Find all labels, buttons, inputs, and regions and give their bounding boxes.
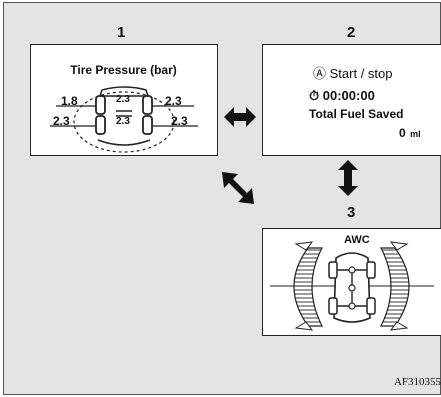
total-fuel-saved-label: Total Fuel Saved — [309, 107, 404, 121]
start-stop-label: Start / stop — [329, 66, 393, 81]
horizontal-double-arrow-icon — [224, 107, 256, 127]
start-stop-panel: Ⓐ Start / stop ⏱ 00:00:00 Total Fuel Sav… — [262, 44, 441, 156]
awc-label: AWC — [344, 234, 370, 246]
fuel-saved-unit: ml — [410, 129, 421, 139]
tire-pressure-title: Tire Pressure (bar) — [70, 63, 177, 77]
stopwatch-icon: ⏱ — [309, 88, 320, 103]
pressure-rear-right: 2.3 — [171, 114, 188, 128]
panel-number-3: 3 — [347, 204, 356, 221]
tire-pressure-panel: Tire Pressure (bar) 1.8 2.3 2.3 2.3 2.3 … — [30, 44, 218, 156]
fuel-saved-readout: 0 ml — [399, 124, 421, 142]
awc-vehicle-diagram — [269, 240, 434, 331]
awc-panel: AWC — [262, 228, 441, 336]
pressure-front-center: 2.3 — [116, 94, 130, 105]
vertical-double-arrow-icon — [338, 160, 358, 196]
auto-mode-icon: Ⓐ — [313, 66, 327, 81]
pressure-rear-center: 2.3 — [116, 116, 130, 127]
timer-value: 00:00:00 — [322, 88, 375, 103]
diagonal-double-arrow-icon — [222, 172, 254, 204]
pressure-front-right: 2.3 — [165, 94, 182, 108]
car-tires-icon — [49, 85, 198, 153]
panel-number-1: 1 — [117, 24, 126, 41]
timer-row: ⏱ 00:00:00 — [309, 88, 375, 104]
right-torque-arc — [379, 246, 410, 327]
start-stop-mode: Ⓐ Start / stop — [313, 63, 393, 82]
pressure-front-left: 1.8 — [61, 94, 78, 108]
left-torque-arc — [292, 246, 323, 327]
figure-id: AF310355 — [393, 376, 441, 388]
pressure-rear-left: 2.3 — [53, 114, 70, 128]
panel-number-2: 2 — [347, 24, 356, 41]
fuel-saved-value: 0 — [399, 126, 406, 140]
